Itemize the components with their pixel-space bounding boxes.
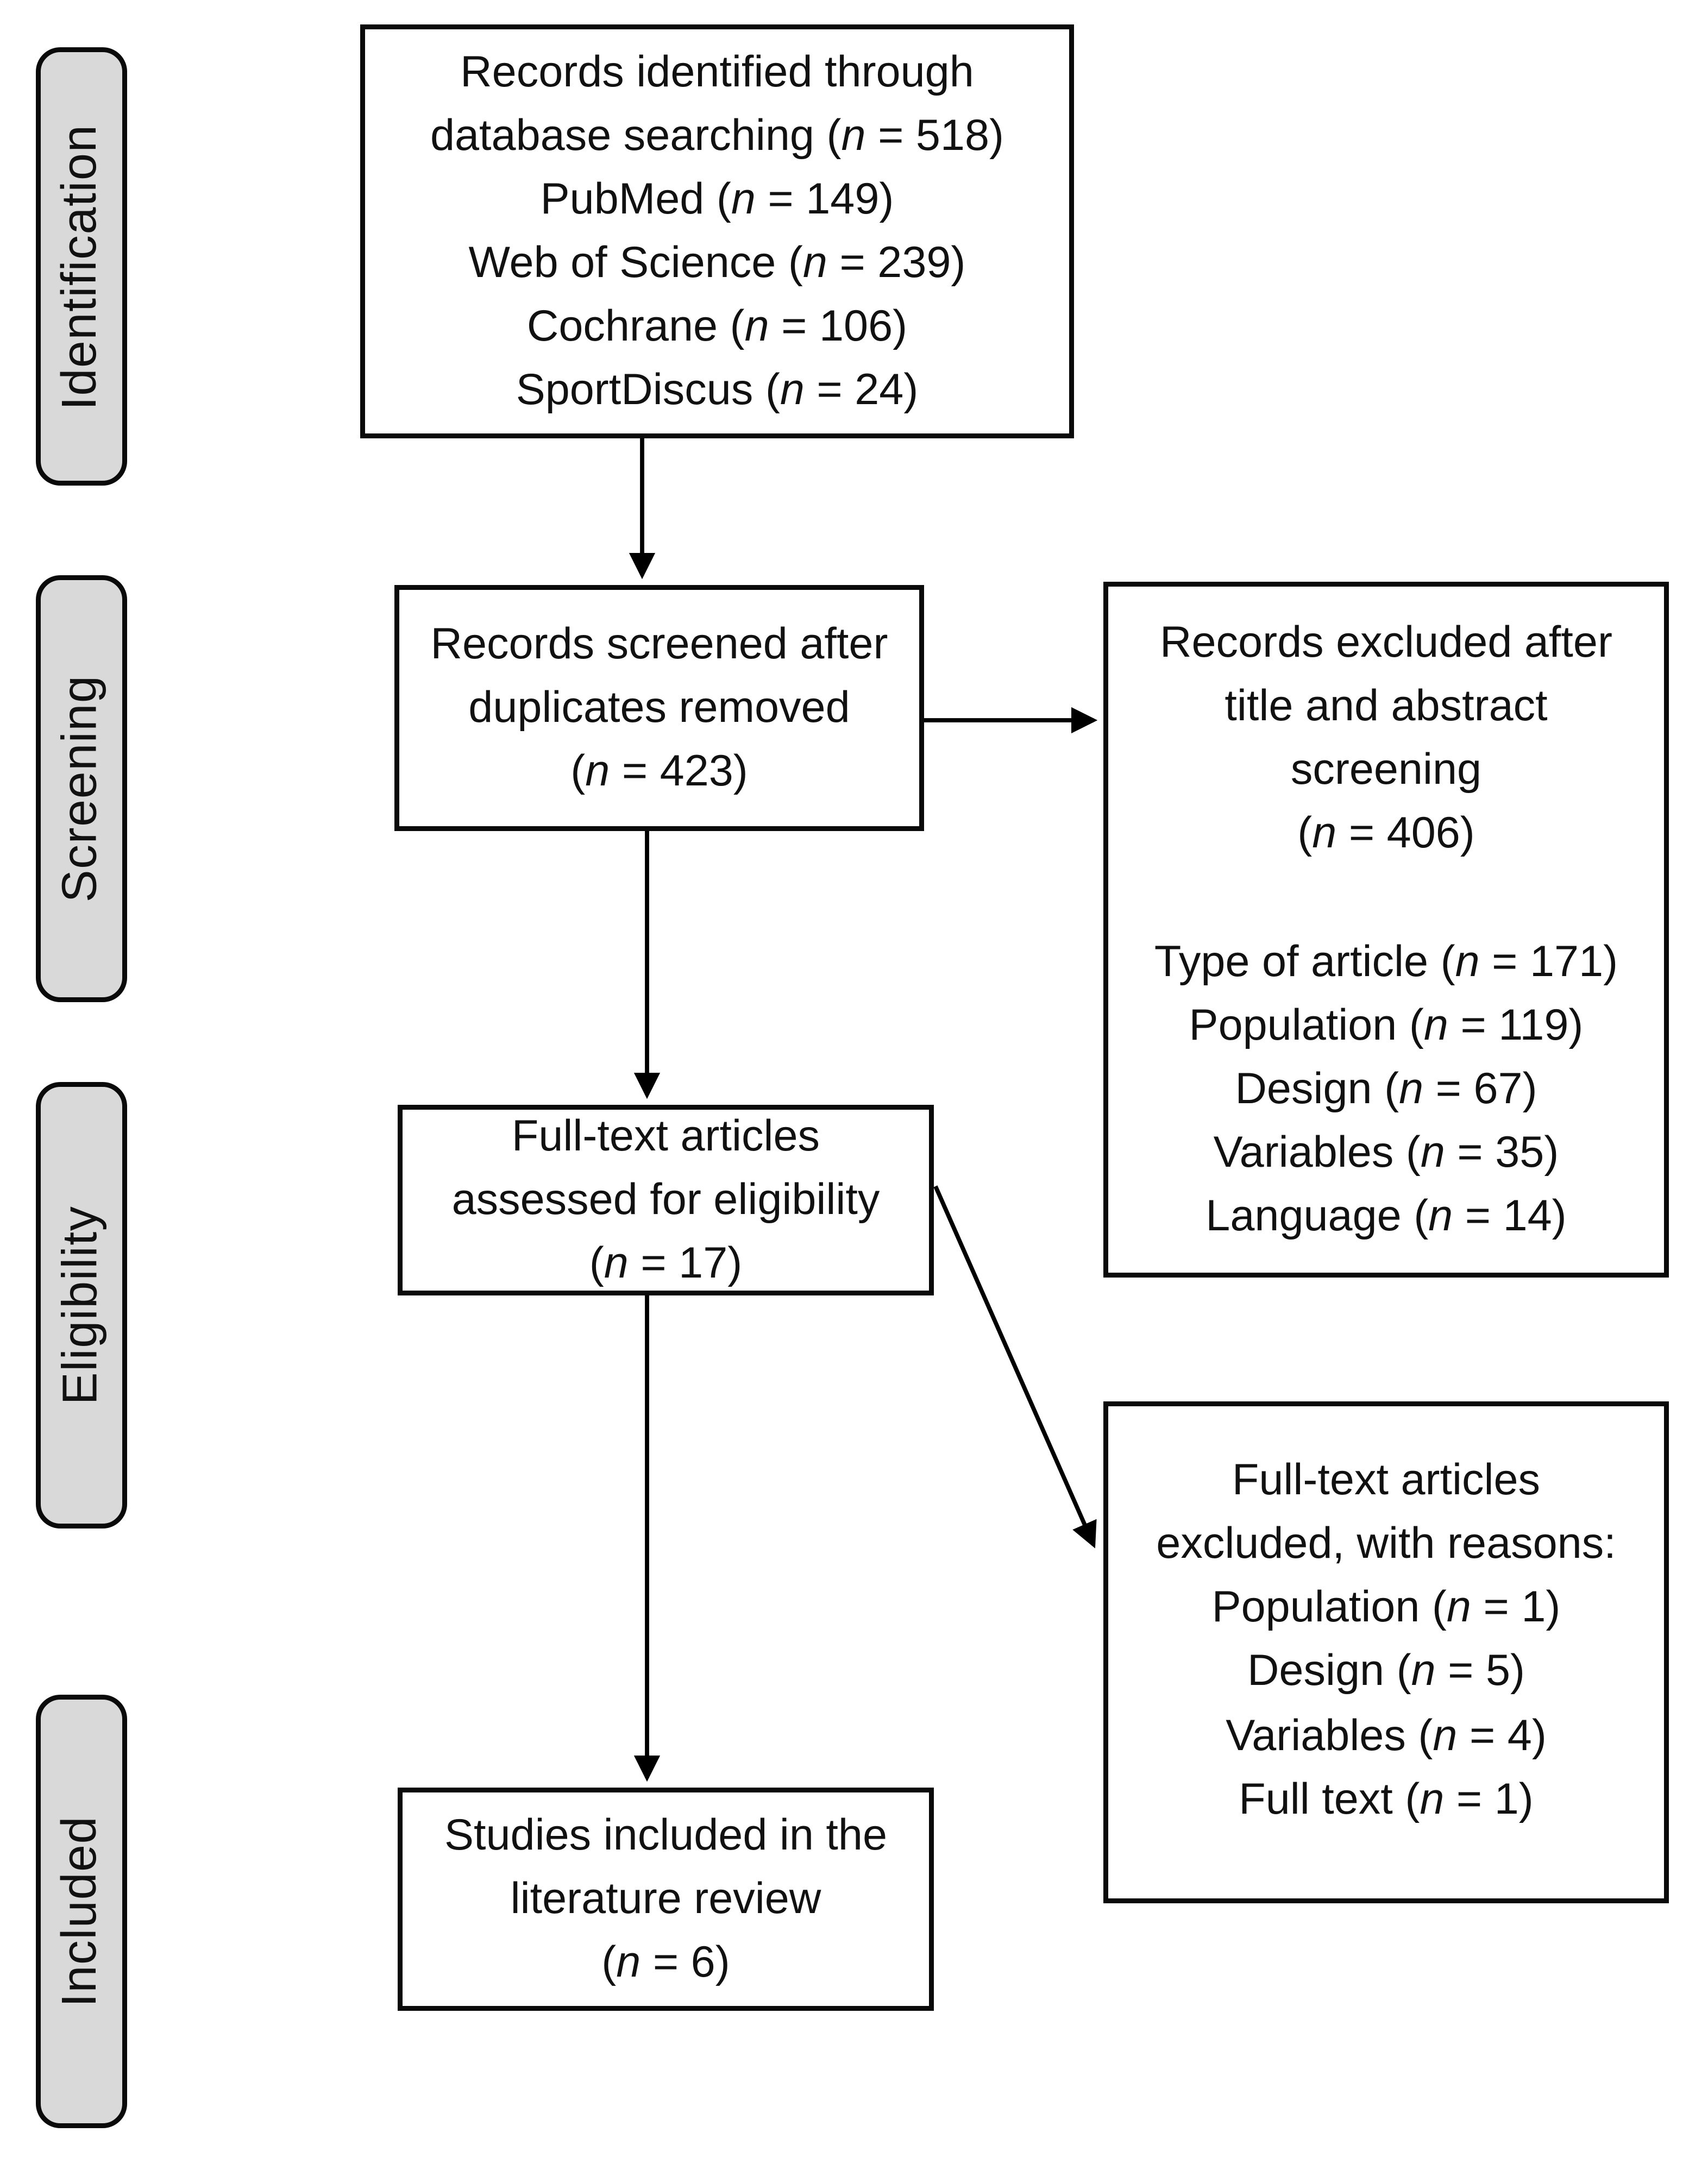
stage-label-included: Included (36, 1695, 127, 2128)
box-text-line: Records excluded after (1160, 617, 1612, 666)
box-fulltext-assessed: Full-text articles assessed for eligibili… (398, 1105, 934, 1295)
stage-label-eligibility-text: Eligibility (54, 1205, 108, 1405)
box-text-line: SportDiscus (n = 24) (516, 365, 919, 414)
box-text-line: Web of Science (n = 239) (468, 238, 966, 287)
box-studies-included: Studies included in the literature review… (398, 1788, 934, 2011)
box-text-line: Studies included in the (444, 1810, 888, 1859)
box-text-line: Full-text articles (1232, 1455, 1541, 1504)
box-text-line: title and abstract (1225, 681, 1548, 730)
box-text-line: Full text (n = 1) (1239, 1774, 1534, 1823)
box-text-line: Full-text articles (511, 1111, 820, 1160)
stage-label-screening-text: Screening (54, 675, 108, 903)
box-text-line: PubMed (n = 149) (540, 174, 894, 223)
box-text-line: (n = 406) (1297, 808, 1475, 858)
box-text-line: excluded, with reasons: (1156, 1519, 1616, 1568)
box-text-line: Records identified through (460, 46, 974, 96)
box-text-line: database searching (n = 518) (430, 110, 1004, 160)
stage-label-identification-text: Identification (54, 123, 108, 410)
stage-label-eligibility: Eligibility (36, 1082, 127, 1528)
arrow-fulltext-to-excluded-icon (933, 1185, 1097, 1549)
box-text-line: (n = 423) (570, 746, 748, 796)
box-text-line: Design (n = 67) (1235, 1064, 1537, 1113)
box-text-line: (n = 17) (589, 1238, 743, 1288)
box-text-line: Population (n = 119) (1189, 999, 1584, 1049)
stage-label-screening: Screening (36, 575, 127, 1002)
box-text-line: Population (n = 1) (1211, 1582, 1561, 1632)
box-text-line: screening (1290, 745, 1482, 794)
box-text-line: Variables (n = 35) (1213, 1127, 1559, 1177)
box-text-line: literature review (510, 1873, 821, 1923)
box-text-line: Records screened after (430, 619, 888, 668)
stage-label-identification: Identification (36, 47, 127, 486)
box-text-line: Language (n = 14) (1205, 1191, 1567, 1241)
box-text-line (1380, 866, 1392, 929)
box-text-line: Design (n = 5) (1247, 1646, 1525, 1696)
box-text-line: (n = 6) (601, 1937, 730, 1987)
box-records-screened: Records screened after duplicates removed… (394, 585, 924, 831)
box-records-identified: Records identified through database searc… (360, 24, 1074, 438)
box-records-excluded-screening: Records excluded after title and abstract… (1103, 582, 1669, 1278)
stage-label-included-text: Included (54, 1815, 108, 2008)
box-text-line: duplicates removed (468, 682, 850, 732)
box-text-line: Cochrane (n = 106) (526, 301, 908, 351)
box-text-line: Type of article (n = 171) (1154, 936, 1618, 985)
box-text-line: assessed for eligibility (451, 1174, 880, 1224)
box-fulltext-excluded: Full-text articles excluded, with reasons… (1103, 1401, 1669, 1903)
box-text-line: Variables (n = 4) (1226, 1710, 1547, 1759)
